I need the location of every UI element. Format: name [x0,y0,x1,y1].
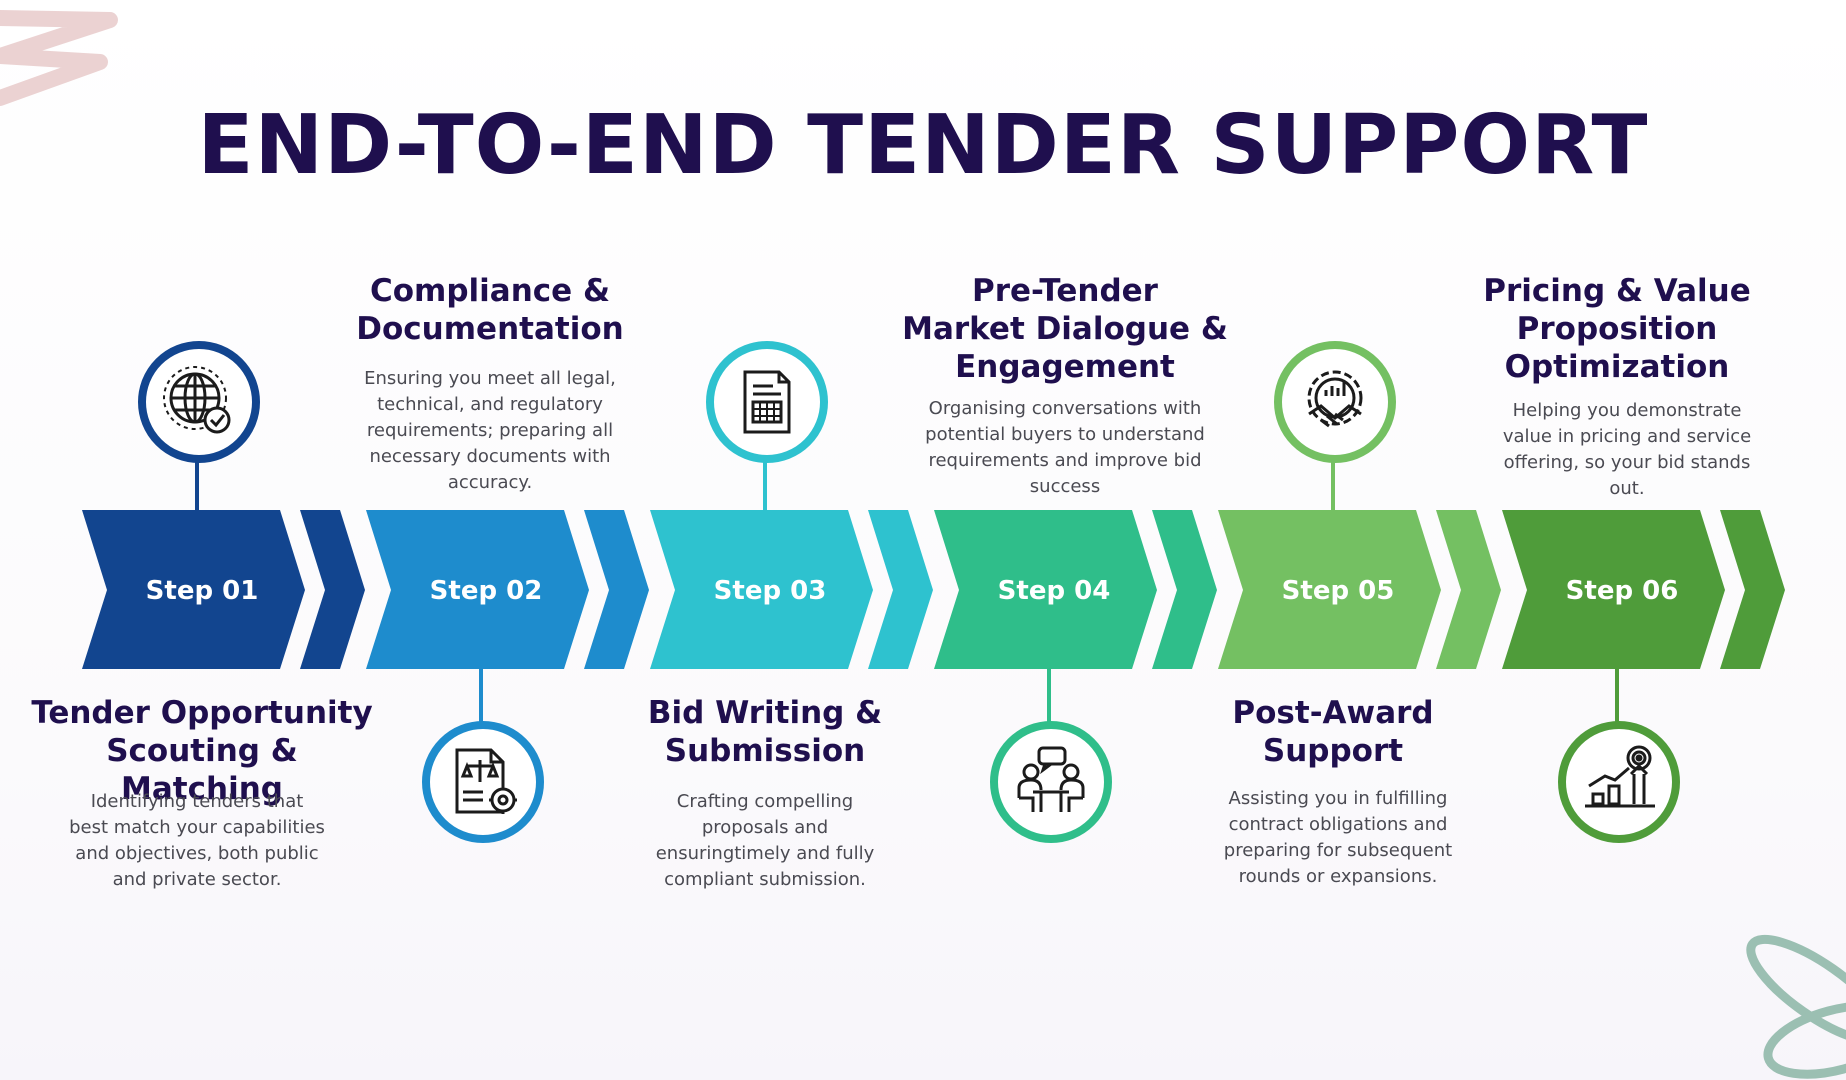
meeting-dialogue-icon [1017,746,1085,812]
icon-circle-step-05 [1274,341,1396,463]
heading-step-02: Compliance &Documentation [356,273,624,347]
connector-step-03 [763,458,767,512]
step-label-06: Step 06 [1565,576,1679,606]
chevron-step-02 [366,510,649,669]
connector-step-06 [1615,668,1619,722]
pink-brush-decoration [0,10,118,106]
chevron-step-03 [650,510,933,669]
handshake-gear-icon [1307,370,1363,428]
step-label-05: Step 05 [1281,576,1395,606]
connector-step-02 [479,668,483,722]
chevron-step-01 [82,510,365,669]
step-label-01: Step 01 [145,576,259,606]
step-label-04: Step 04 [997,576,1111,606]
step-label-02: Step 02 [429,576,543,606]
icon-circle-step-02 [422,721,544,843]
connector-step-05 [1331,458,1335,512]
heading-step-03: Bid Writing &Submission [647,695,883,769]
chevron-step-04 [934,510,1217,669]
globe-check-icon [163,366,231,434]
teal-swirl-decoration [1746,934,1846,1079]
compliance-document-icon [455,748,517,814]
chevron-step-05 [1218,510,1501,669]
document-table-icon [743,370,791,434]
growth-target-icon [1585,745,1655,808]
step-label-03: Step 03 [713,576,827,606]
icon-circle-step-04 [990,721,1112,843]
chevron-step-06 [1502,510,1785,669]
connector-step-04 [1047,668,1051,722]
desc-step-02: Ensuring you meet all legal,technical, a… [364,368,616,493]
icon-circle-step-06 [1558,721,1680,843]
icon-circle-step-01 [138,341,260,463]
icon-circle-step-03 [706,341,828,463]
connector-step-01 [195,458,199,512]
page-title: END-TO-END TENDER SUPPORT [197,98,1649,193]
